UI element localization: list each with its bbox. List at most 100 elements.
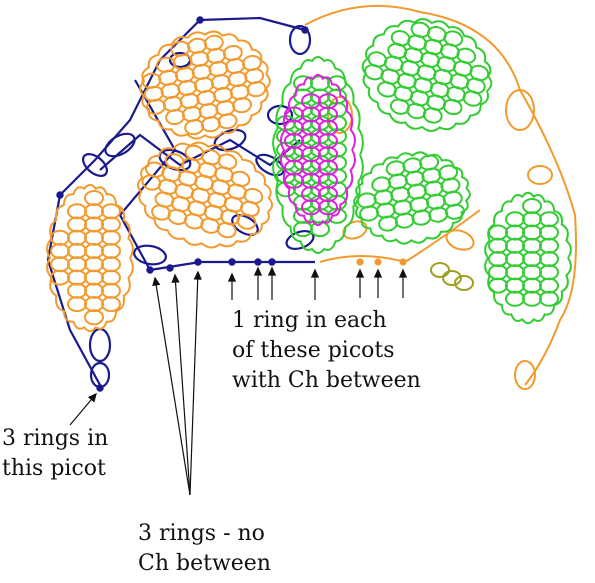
picots-annotation-line-3: with Ch between bbox=[232, 366, 421, 396]
orange-motif-left-ring bbox=[85, 271, 103, 285]
orange-motif-left-ring bbox=[102, 204, 120, 218]
green-motif-right-ring bbox=[523, 226, 541, 240]
green-motif-right-ring bbox=[506, 279, 524, 293]
orange-motif-left-ring bbox=[85, 218, 103, 232]
navy-ring bbox=[102, 129, 139, 161]
orange-motif-left-ring bbox=[68, 218, 86, 232]
green-motif-right-ring bbox=[506, 265, 524, 279]
green-motif-right-ring bbox=[523, 252, 541, 266]
orange-motif-left-ring bbox=[68, 284, 86, 298]
no-chain-arrow bbox=[175, 275, 190, 495]
orange-motif-left-ring bbox=[68, 244, 86, 258]
orange-motif-center-outline bbox=[126, 128, 283, 262]
orange-picot bbox=[400, 259, 405, 264]
orange-motif-left-ring bbox=[68, 297, 86, 311]
orange-picot bbox=[375, 259, 380, 264]
orange-motif-top-left bbox=[132, 21, 278, 148]
orange-ring bbox=[506, 90, 534, 130]
navy-ring bbox=[90, 329, 110, 361]
green-motif-top bbox=[350, 5, 503, 145]
green-motif-right-ring bbox=[489, 226, 507, 240]
green-motif-right-ring bbox=[540, 265, 558, 279]
magenta-motif bbox=[281, 75, 355, 225]
navy-ring bbox=[133, 243, 168, 266]
no-chain-arrow bbox=[155, 278, 190, 495]
green-motif-right-ring bbox=[540, 212, 558, 226]
orange-motif-center bbox=[126, 128, 283, 262]
single-picot-annotation-line-2: this picot bbox=[2, 454, 108, 484]
picot-arrow-head bbox=[229, 274, 235, 281]
orange-ring bbox=[528, 166, 552, 184]
orange-motif-left-ring bbox=[102, 244, 120, 258]
orange-motif-left-ring bbox=[68, 204, 86, 218]
green-motif-right-ring bbox=[540, 226, 558, 240]
green-motif-right-ring bbox=[489, 239, 507, 253]
orange-motif-left-ring bbox=[85, 310, 103, 324]
picot-arrow-head bbox=[255, 268, 261, 275]
navy-picot bbox=[302, 27, 307, 32]
orange-motif-left-ring bbox=[102, 271, 120, 285]
navy-picot bbox=[147, 267, 152, 272]
navy-picot bbox=[269, 259, 274, 264]
orange-motif-left-ring bbox=[51, 257, 69, 271]
orange-motif-left-ring bbox=[85, 204, 103, 218]
navy-picot bbox=[167, 265, 172, 270]
orange-motif-left-ring bbox=[68, 231, 86, 245]
green-motif-right-ring bbox=[523, 265, 541, 279]
orange-motif-left-ring bbox=[51, 231, 69, 245]
green-motif-column-ring bbox=[328, 76, 346, 90]
orange-motif-left bbox=[47, 185, 133, 331]
green-motif-right-ring bbox=[489, 265, 507, 279]
green-motif-right-ring bbox=[523, 212, 541, 226]
no-chain-arrow bbox=[190, 272, 198, 495]
navy-picot bbox=[195, 259, 200, 264]
green-motif-right-ring bbox=[540, 292, 558, 306]
orange-motif-left-ring bbox=[85, 231, 103, 245]
orange-motif-left-ring bbox=[85, 284, 103, 298]
orange-motif-left-ring bbox=[85, 191, 103, 205]
picot-arrow-head bbox=[312, 270, 318, 277]
green-motif-right-ring bbox=[489, 252, 507, 266]
picot-arrow-head bbox=[269, 268, 275, 275]
orange-motif-left-ring bbox=[85, 244, 103, 258]
green-motif-right-ring bbox=[523, 199, 541, 213]
green-motif-right-ring bbox=[506, 226, 524, 240]
orange-picot bbox=[357, 259, 362, 264]
magenta-motif-group bbox=[281, 75, 355, 225]
green-motif-right bbox=[485, 193, 571, 323]
green-motif-right-ring bbox=[506, 252, 524, 266]
orange-motif-left-ring bbox=[68, 257, 86, 271]
picot-arrow-head bbox=[400, 270, 406, 277]
navy-picot bbox=[57, 192, 62, 197]
orange-motif-left-ring bbox=[102, 218, 120, 232]
green-motif-right-ring bbox=[506, 212, 524, 226]
no-chain-arrow-head bbox=[153, 278, 159, 285]
orange-motif-left-ring bbox=[102, 257, 120, 271]
picots-annotation-line-2: of these picots bbox=[232, 336, 421, 366]
single-picot-annotation: 3 rings in this picot bbox=[2, 424, 108, 484]
no-chain-arrow-head bbox=[172, 275, 178, 282]
green-motif-center bbox=[347, 143, 476, 252]
green-motif-right-ring bbox=[540, 279, 558, 293]
green-motif-right-ring bbox=[540, 239, 558, 253]
no-chain-annotation-line-2: Ch between bbox=[138, 549, 271, 579]
green-motif-column bbox=[273, 57, 363, 253]
orange-motif-left-ring bbox=[85, 297, 103, 311]
no-chain-arrow-head bbox=[195, 272, 201, 279]
picot-arrow-head bbox=[375, 270, 381, 277]
navy-picot bbox=[97, 385, 102, 390]
navy-picot bbox=[255, 259, 260, 264]
navy-picot bbox=[197, 17, 202, 22]
green-motif-right-ring bbox=[540, 252, 558, 266]
no-chain-annotation-line-1: 3 rings - no bbox=[138, 519, 271, 549]
orange-motif-left-ring bbox=[51, 244, 69, 258]
single-picot-annotation-line-1: 3 rings in bbox=[2, 424, 108, 454]
olive-ring bbox=[431, 263, 449, 277]
green-motif-right-ring bbox=[523, 239, 541, 253]
green-motif-right-ring bbox=[506, 239, 524, 253]
green-motif-right-ring bbox=[523, 292, 541, 306]
green-motif-right-ring bbox=[506, 292, 524, 306]
green-motif-right-ring bbox=[489, 279, 507, 293]
orange-motif-left-ring bbox=[102, 297, 120, 311]
